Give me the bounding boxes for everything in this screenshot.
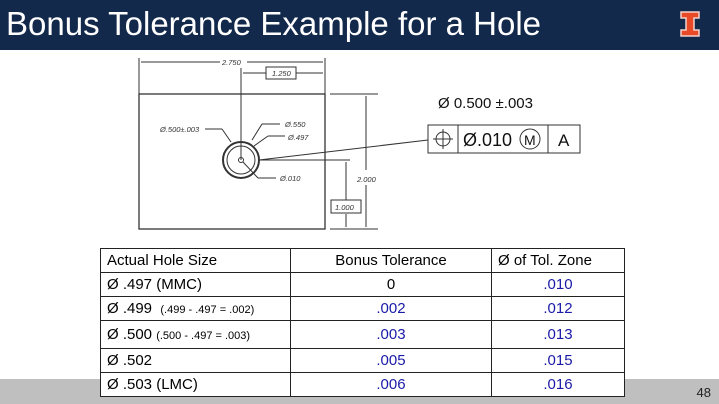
bonus-value: .006 xyxy=(376,376,406,393)
bonus-tolerance-table: Actual Hole Size Bonus Tolerance Ø of To… xyxy=(100,248,625,397)
fcf-datum: A xyxy=(558,131,570,150)
hole-x-dimension: 1.250 xyxy=(272,69,292,78)
table-row: Ø .500 (.500 - .497 = .003) .003 .013 xyxy=(100,320,625,349)
fcf-tolerance: Ø.010 xyxy=(463,130,512,150)
table-row: Ø .499 (.499 - .497 = .002) .002 .012 xyxy=(100,296,625,321)
header-cell: Bonus Tolerance xyxy=(290,248,492,273)
slide-title: Bonus Tolerance Example for a Hole xyxy=(6,5,542,42)
hole-size: Ø .503 (LMC) xyxy=(107,376,198,393)
bonus-value: .002 xyxy=(376,300,406,317)
zone-value: .016 xyxy=(543,376,573,393)
bonus-value: 0 xyxy=(386,276,396,293)
zone-value: .010 xyxy=(543,276,573,293)
hole-size: Ø .500 xyxy=(107,326,153,343)
outer-callout: Ø.550 xyxy=(284,120,306,129)
table-row: Ø .502 .005 .015 xyxy=(100,348,625,373)
zone-callout: Ø.010 xyxy=(279,174,301,183)
hole-size: Ø .499 xyxy=(107,300,153,317)
illinois-logo-icon xyxy=(680,11,700,37)
calc-note: (.499 - .497 = .002) xyxy=(160,304,255,316)
table-header-row: Actual Hole Size Bonus Tolerance Ø of To… xyxy=(100,248,625,273)
width-dimension: 2.750 xyxy=(221,58,242,67)
hole-callout: Ø.500±.003 xyxy=(159,125,200,134)
table-row: Ø .503 (LMC) .006 .016 xyxy=(100,372,625,397)
engineering-drawing: 2.750 1.250 2.000 1.000 Ø.500±.003 Ø.550… xyxy=(138,58,581,230)
zone-value: .012 xyxy=(543,300,573,317)
inner-callout: Ø.497 xyxy=(287,133,309,142)
calc-note: (.500 - .497 = .003) xyxy=(156,330,251,342)
hole-y-dimension: 1.000 xyxy=(335,203,355,212)
title-bar: Bonus Tolerance Example for a Hole xyxy=(0,0,719,50)
table-row: Ø .497 (MMC) 0 .010 xyxy=(100,272,625,297)
bonus-value: .005 xyxy=(376,352,406,369)
zone-value: .015 xyxy=(543,352,573,369)
bonus-value: .003 xyxy=(376,326,406,343)
hole-size: Ø .497 (MMC) xyxy=(107,276,203,293)
size-note: Ø 0.500 ±.003 xyxy=(438,95,533,112)
zone-value: .013 xyxy=(543,326,573,343)
page-number: 48 xyxy=(696,385,711,400)
height-dimension: 2.000 xyxy=(356,175,377,184)
hole-size: Ø .502 xyxy=(107,352,153,369)
fcf-modifier: M xyxy=(524,132,536,148)
header-cell: Actual Hole Size xyxy=(100,248,291,273)
header-cell: Ø of Tol. Zone xyxy=(491,248,625,273)
